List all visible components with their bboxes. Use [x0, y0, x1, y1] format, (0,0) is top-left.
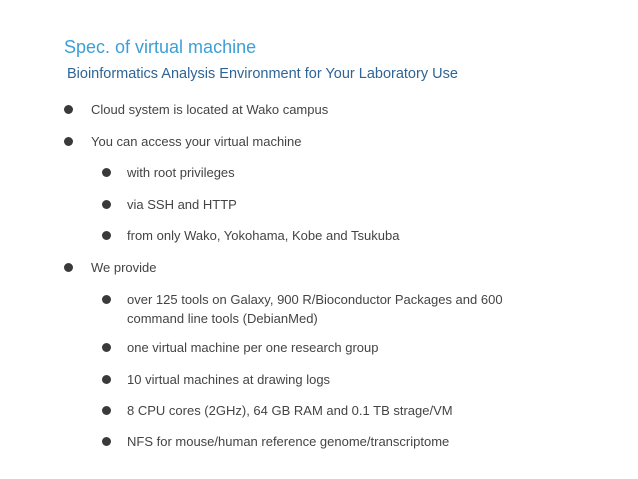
- sub-bullet-item: with root privileges: [102, 163, 547, 182]
- bullet-text: over 125 tools on Galaxy, 900 R/Biocondu…: [127, 292, 503, 326]
- bullet-dot-icon: [102, 406, 111, 415]
- sub-bullet-item: over 125 tools on Galaxy, 900 R/Biocondu…: [102, 290, 532, 328]
- bullet-text: We provide: [91, 260, 157, 275]
- bullet-dot-icon: [102, 295, 111, 304]
- bullet-dot-icon: [102, 200, 111, 209]
- bullet-text: via SSH and HTTP: [127, 197, 237, 212]
- sub-bullet-item: via SSH and HTTP: [102, 195, 547, 214]
- bullet-dot-icon: [102, 168, 111, 177]
- sub-bullet-item: from only Wako, Yokohama, Kobe and Tsuku…: [102, 226, 547, 245]
- bullet-item: Cloud system is located at Wako campus: [64, 100, 531, 119]
- bullet-dot-icon: [102, 375, 111, 384]
- bullet-item: We provide: [64, 258, 531, 277]
- bullet-dot-icon: [64, 105, 73, 114]
- bullet-text: 10 virtual machines at drawing logs: [127, 372, 331, 387]
- bullet-dot-icon: [64, 263, 73, 272]
- bullet-dot-icon: [64, 137, 73, 146]
- bullet-item: You can access your virtual machine: [64, 132, 531, 151]
- slide-subtitle: Bioinformatics Analysis Environment for …: [67, 66, 458, 82]
- sub-bullet-item: 8 CPU cores (2GHz), 64 GB RAM and 0.1 TB…: [102, 401, 547, 420]
- sub-bullet-item: one virtual machine per one research gro…: [102, 338, 547, 357]
- sub-bullet-item: 10 virtual machines at drawing logs: [102, 370, 547, 389]
- slide-title: Spec. of virtual machine: [64, 37, 257, 57]
- bullet-text: from only Wako, Yokohama, Kobe and Tsuku…: [127, 228, 400, 243]
- bullet-text: with root privileges: [127, 165, 235, 180]
- sub-bullet-item: NFS for mouse/human reference genome/tra…: [102, 432, 547, 451]
- bullet-text: NFS for mouse/human reference genome/tra…: [127, 434, 450, 449]
- bullet-text: You can access your virtual machine: [91, 134, 302, 149]
- bullet-dot-icon: [102, 231, 111, 240]
- bullet-dot-icon: [102, 437, 111, 446]
- bullet-text: one virtual machine per one research gro…: [127, 340, 379, 355]
- bullet-text: 8 CPU cores (2GHz), 64 GB RAM and 0.1 TB…: [127, 403, 453, 418]
- bullet-dot-icon: [102, 343, 111, 352]
- bullet-text: Cloud system is located at Wako campus: [91, 102, 329, 117]
